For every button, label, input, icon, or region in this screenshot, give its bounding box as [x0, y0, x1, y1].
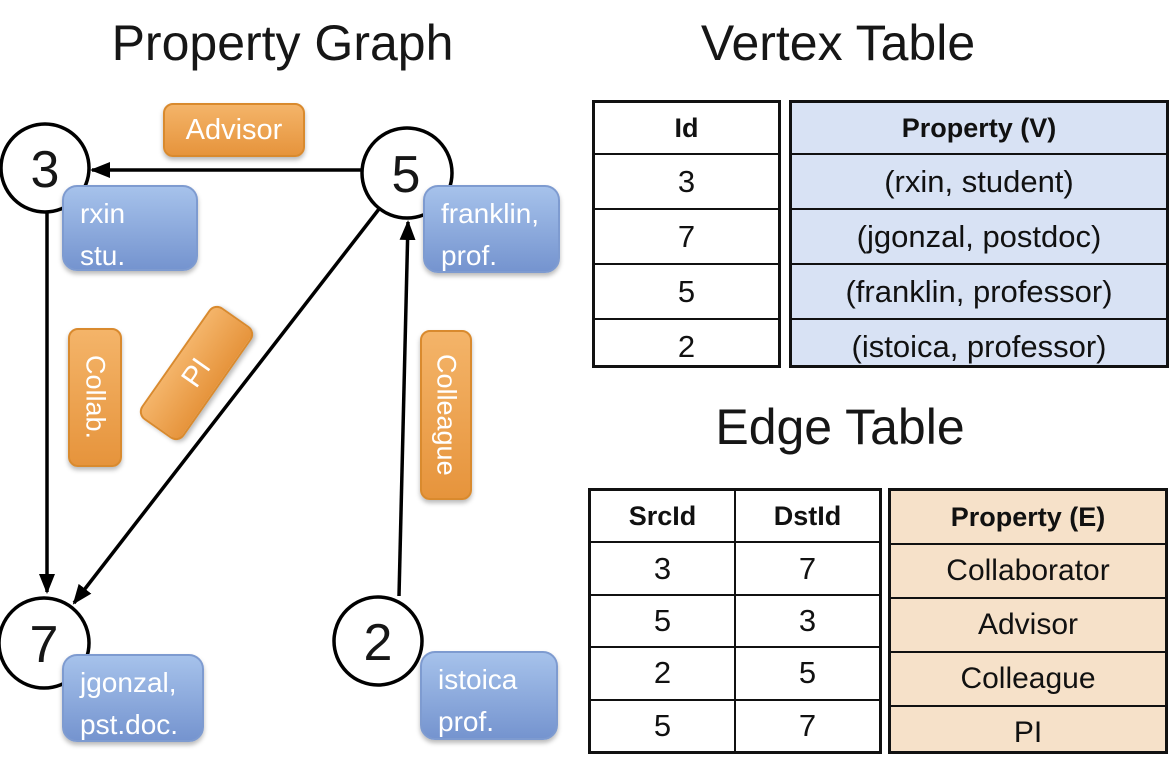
vertex-table-id-column: Id 3 7 5 2	[592, 100, 781, 368]
edge-table-cell: 2	[591, 646, 734, 698]
edge-table-cell: 7	[736, 541, 879, 593]
node-2-circle	[332, 595, 424, 687]
vertex-label-franklin: franklin, prof.	[423, 185, 560, 273]
edge-table-cell: 5	[591, 698, 734, 751]
edge-table-dstid-column: DstId 7 3 5 7	[734, 491, 879, 751]
node-5-id: 5	[392, 146, 421, 204]
edge-table-property-column: Property (E) Collaborator Advisor Collea…	[888, 488, 1168, 754]
vertex-table-property-column: Property (V) (rxin, student) (jgonzal, p…	[789, 100, 1169, 368]
vertex-label-line: jgonzal,	[80, 667, 177, 698]
edge-table-id-columns: SrcId 3 5 2 5 DstId 7 3 5 7	[588, 488, 882, 754]
edge-table-cell: 7	[736, 698, 879, 751]
edge-label-collab: Collab.	[68, 328, 122, 467]
vertex-table-title: Vertex Table	[700, 15, 976, 71]
property-graph-title: Property Graph	[111, 15, 454, 71]
edge-line-2-5-colleague	[397, 220, 416, 597]
edge-table-cell: 5	[591, 593, 734, 646]
vertex-label-line: rxin	[80, 198, 126, 229]
vertex-label-line: prof.	[438, 706, 495, 737]
vertex-label-rxin: rxin stu.	[62, 185, 198, 271]
node-3-id: 3	[31, 141, 60, 199]
edge-table-title: Edge Table	[715, 399, 965, 455]
edge-table-cell: 3	[591, 541, 734, 593]
vertex-label-line: franklin,	[441, 198, 540, 229]
vertex-table-cell: (franklin, professor)	[792, 263, 1166, 318]
edge-table-cell: Advisor	[891, 597, 1165, 651]
vertex-table-cell: 5	[595, 263, 778, 318]
vertex-label-line: stu.	[80, 240, 126, 271]
edge-table-cell: Colleague	[891, 651, 1165, 705]
edge-label-colleague: Colleague	[420, 330, 472, 500]
column-header-property-e: Property (E)	[950, 501, 1106, 532]
vertex-label-line: istoica	[438, 664, 518, 695]
edge-line-5-7-pi	[72, 207, 381, 605]
vertex-label-line: pst.doc.	[80, 709, 179, 740]
node-2-id: 2	[364, 614, 393, 672]
edge-table-cell: 3	[736, 593, 879, 646]
column-header-property-v: Property (V)	[901, 112, 1057, 143]
edge-label-advisor: Advisor	[163, 103, 305, 157]
vertex-table-cell: 7	[595, 208, 778, 263]
edge-table-cell: Collaborator	[891, 543, 1165, 597]
vertex-table-cell: (jgonzal, postdoc)	[792, 208, 1166, 263]
column-header-dstid: DstId	[773, 500, 842, 531]
vertex-table-cell: 3	[595, 153, 778, 208]
vertex-table-cell: (rxin, student)	[792, 153, 1166, 208]
column-header-srcid: SrcId	[628, 500, 697, 531]
edge-table-cell: PI	[891, 705, 1165, 759]
vertex-table-cell: (istoica, professor)	[792, 318, 1166, 373]
edge-table-srcid-column: SrcId 3 5 2 5	[591, 491, 734, 751]
vertex-label-line: prof.	[441, 240, 498, 271]
vertex-table-cell: 2	[595, 318, 778, 373]
node-7-id: 7	[30, 616, 59, 674]
vertex-label-istoica: istoica prof.	[420, 651, 558, 740]
vertex-label-jgonzal: jgonzal, pst.doc.	[62, 654, 204, 742]
column-header-id: Id	[674, 112, 699, 143]
edge-table-cell: 5	[736, 646, 879, 698]
